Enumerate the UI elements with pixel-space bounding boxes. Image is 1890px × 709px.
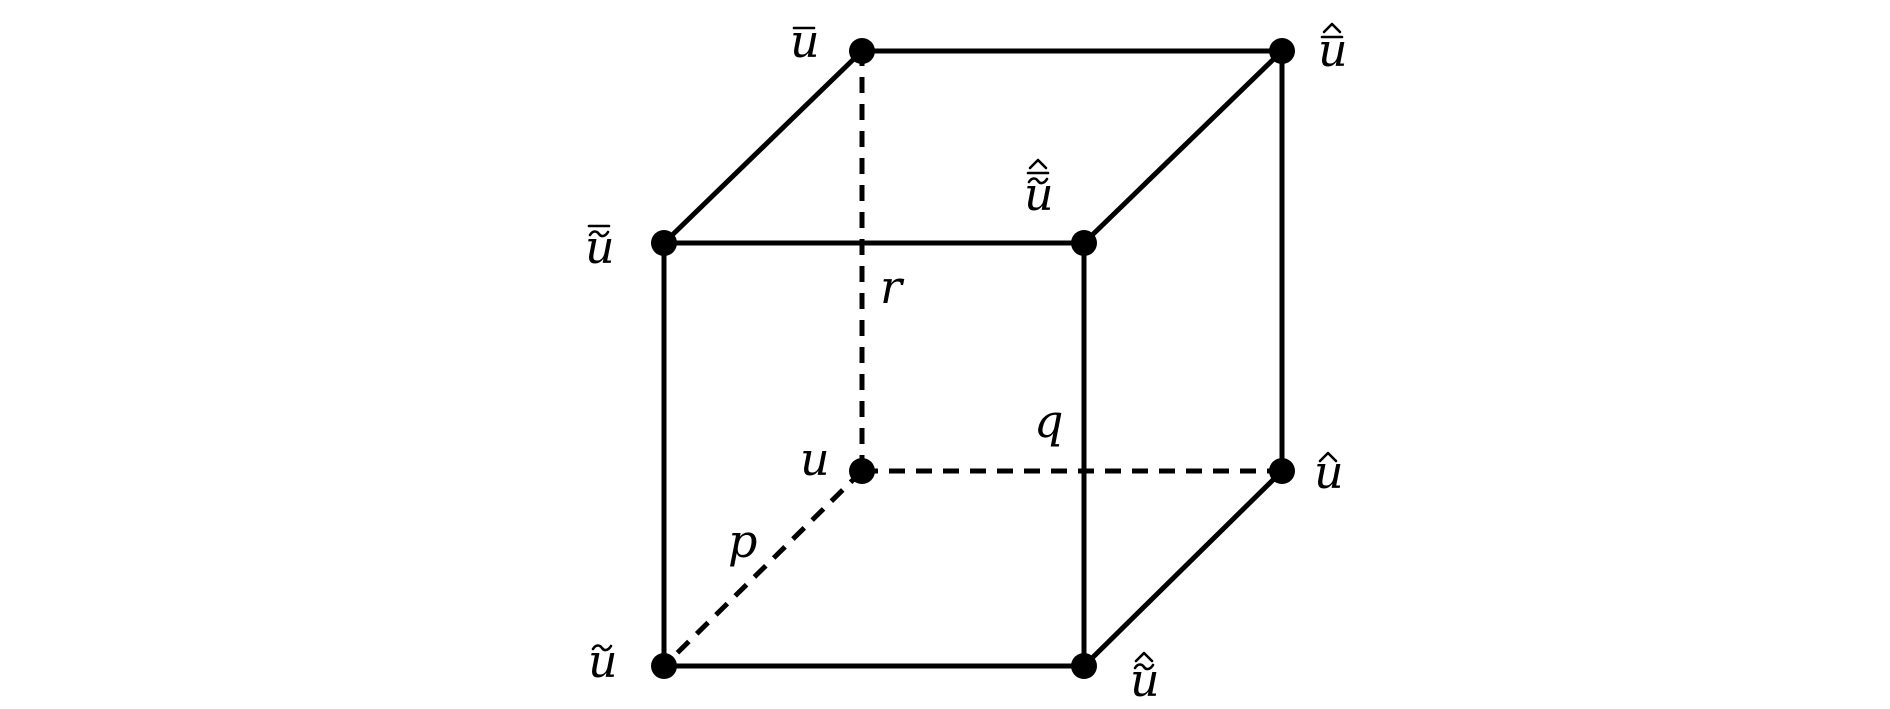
vertex-u-tilde-hat xyxy=(1071,653,1097,679)
vertex-labels: u u u u u u u u xyxy=(585,14,1348,707)
accent-hat-u-tilde-hat xyxy=(1134,651,1154,663)
edge-u-hat-bar-to-u-tilde-hat-bar xyxy=(1082,49,1284,245)
vertex-label-u-hat: u xyxy=(1314,445,1344,499)
vertex-label-u: u xyxy=(800,432,830,486)
accent-hat-u-hat xyxy=(1318,451,1338,463)
vertex-label-u-tilde-hat-bar: u xyxy=(1024,158,1054,221)
vertex-u-tilde-hat-bar xyxy=(1071,230,1097,256)
vertex-label-text-u-tilde-hat: u xyxy=(1130,653,1160,707)
edge-u-bar-to-u-tilde-bar xyxy=(662,49,864,245)
accent-hat-u-hat-bar xyxy=(1322,22,1342,34)
vertex-label-text-u-bar: u xyxy=(790,14,820,68)
parameter-labels: p q r xyxy=(728,260,1063,568)
vertex-u-tilde xyxy=(651,653,677,679)
param-label-q: q xyxy=(1034,394,1063,448)
vertex-label-u-bar: u xyxy=(790,14,820,68)
vertex-u-hat-bar xyxy=(1269,38,1295,64)
vertex-u-tilde-bar xyxy=(651,230,677,256)
vertex-label-u-tilde-hat: u xyxy=(1130,651,1160,707)
edge-u-to-u-tilde xyxy=(662,469,864,668)
accent-tilde-u-tilde-hat-bar xyxy=(1027,177,1049,185)
accent-tilde-u-tilde-bar xyxy=(588,230,610,238)
vertex-label-text-u-tilde: u xyxy=(588,634,618,688)
vertex-label-u-hat-bar: u xyxy=(1318,22,1348,77)
vertex-label-text-u-tilde-bar: u xyxy=(585,220,615,274)
vertex-u xyxy=(849,458,875,484)
edges xyxy=(661,48,1285,669)
vertex-label-u-tilde: u xyxy=(588,634,618,688)
param-label-p: p xyxy=(728,514,757,568)
vertex-label-text-u-tilde-hat-bar: u xyxy=(1024,167,1054,221)
vertex-u-hat xyxy=(1269,458,1295,484)
vertices xyxy=(651,38,1295,679)
edge-u-hat-to-u-tilde-hat xyxy=(1082,469,1284,668)
accent-hat-u-tilde-hat-bar xyxy=(1028,158,1048,170)
accent-tilde-u-tilde-hat xyxy=(1133,663,1155,671)
param-label-r: r xyxy=(880,260,905,314)
vertex-label-u-tilde-bar: u xyxy=(585,220,615,274)
accent-tilde-u-tilde xyxy=(591,644,613,652)
vertex-label-text-u-hat-bar: u xyxy=(1318,23,1348,77)
vertex-label-text-u: u xyxy=(800,432,830,486)
vertex-u-bar xyxy=(849,38,875,64)
